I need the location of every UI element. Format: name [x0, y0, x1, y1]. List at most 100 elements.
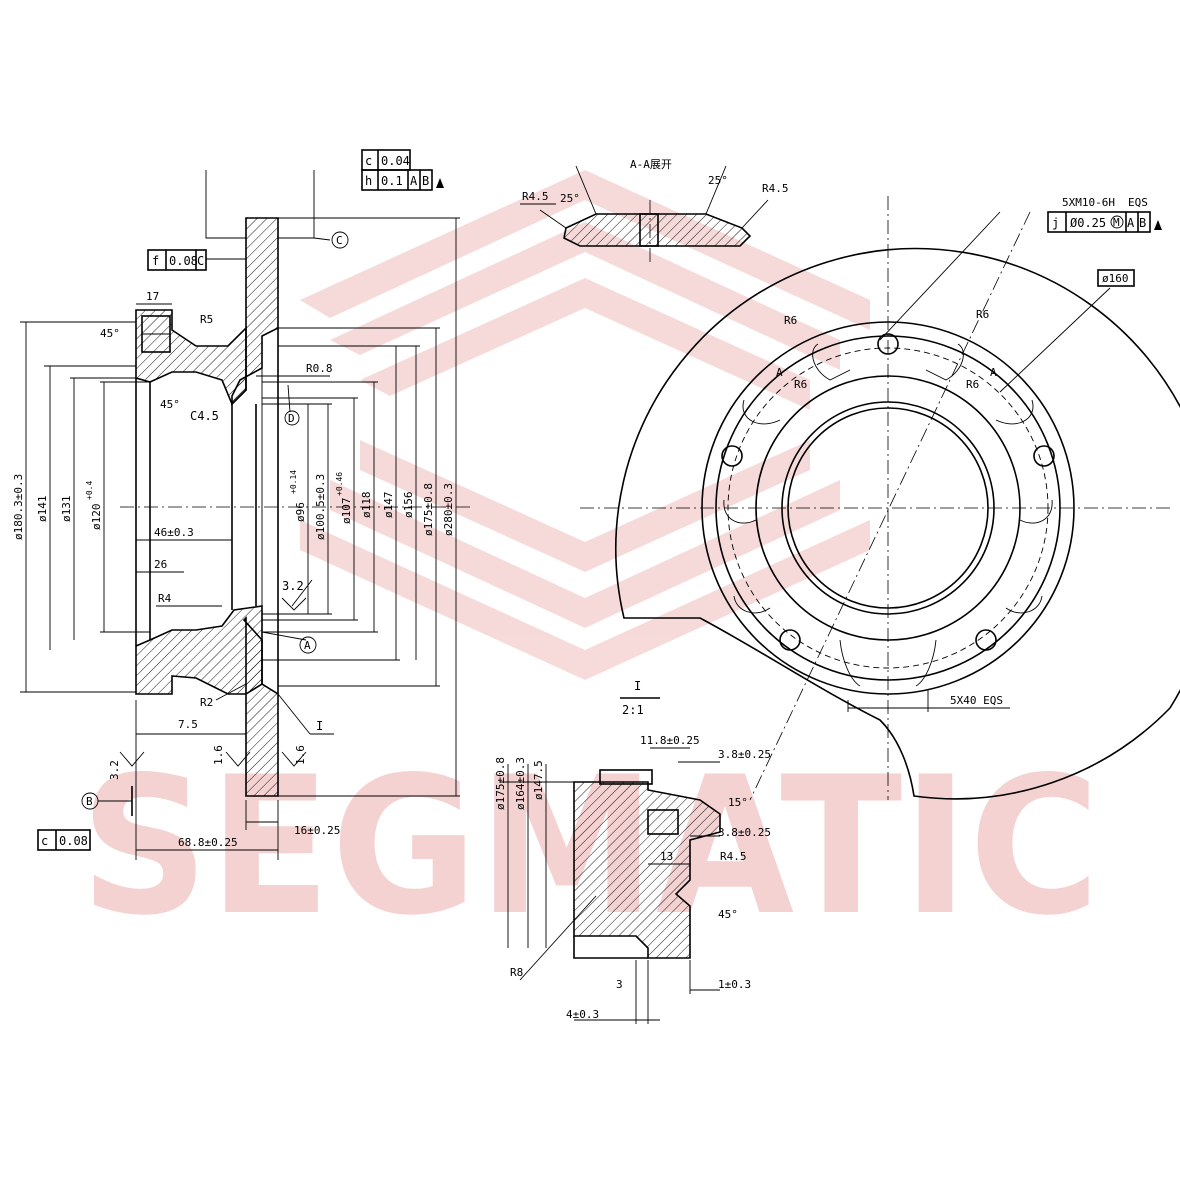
detail-45: 45° [718, 908, 738, 921]
dim-45-top: 45° [100, 327, 120, 340]
dim-d120: ø120 [90, 504, 103, 531]
detail-i-callout: I [316, 719, 323, 733]
detail-1: 1±0.3 [718, 978, 751, 991]
detail-15: 15° [728, 796, 748, 809]
tolerance-frame-top [361, 149, 444, 191]
front-view [580, 196, 1180, 801]
dim-d141: ø141 [36, 496, 49, 523]
detail-r8: R8 [510, 966, 523, 979]
tolerance-frame-bottom [37, 829, 91, 851]
datum-d-label: D [288, 412, 295, 425]
roughness-mark [119, 751, 145, 767]
watermark-logo [300, 170, 870, 680]
dim-d107-tol: +0.46 [335, 472, 344, 496]
dim-d96: ø96 [294, 502, 307, 522]
dim-d147: ø147 [382, 492, 395, 519]
detail-3: 3 [616, 978, 623, 991]
dim-d118: ø118 [360, 492, 373, 519]
dim-26: 26 [154, 558, 167, 571]
tol-right-val: Ø0.25 [1070, 216, 1106, 230]
datum-a-marker [299, 636, 317, 654]
dim-d160: ø160 [1102, 272, 1129, 285]
dim-d100-5: ø100.5±0.3 [314, 474, 327, 540]
dim-3-2: 3.2 [282, 579, 304, 593]
dim-46: 46±0.3 [154, 526, 194, 539]
dim-c45: C4.5 [190, 409, 219, 423]
detail-scale: 2:1 [622, 703, 644, 717]
tol-top2-sym: h [365, 174, 372, 188]
dim-7-5: 7.5 [178, 718, 198, 731]
datum-c-marker [331, 231, 349, 249]
section-mark-a-left: A [776, 366, 783, 379]
tol-left-sym: f [152, 254, 159, 268]
dim-r6-c: R6 [794, 378, 807, 391]
tol-right-ref: A [1127, 216, 1135, 230]
dim-r6-b: R6 [976, 308, 989, 321]
roughness-1-6-b: 1.6 [294, 745, 307, 765]
tol-top1-sym: c [365, 154, 372, 168]
dim-45-low: 45° [160, 398, 180, 411]
dim-r2: R2 [200, 696, 213, 709]
detail-4: 4±0.3 [566, 1008, 599, 1021]
section-aa-title: A-A展开 [630, 158, 672, 171]
dim-r6-d: R6 [966, 378, 979, 391]
dim-16: 16±0.25 [294, 824, 340, 837]
dim-r08: R0.8 [306, 362, 333, 375]
roughness-mark [225, 751, 251, 767]
dim-d180-3: ø180.3±0.3 [12, 474, 25, 540]
dim-r5: R5 [200, 313, 213, 326]
detail-r4-5: R4.5 [720, 850, 747, 863]
tolerance-frame-right [1047, 211, 1162, 287]
tolerance-frame-left [147, 249, 207, 271]
dim-d156: ø156 [402, 492, 415, 519]
left-section-view [20, 170, 470, 860]
dim-17: 17 [146, 290, 159, 303]
detail-i-view [500, 697, 721, 1024]
detail-3-8-a: 3.8±0.25 [718, 748, 771, 761]
tol-right-sym: j [1052, 216, 1059, 230]
tol-top2-ref: A [410, 174, 418, 188]
tol-bottom-sym: c [41, 834, 48, 848]
tol-left-ref: C [197, 254, 204, 268]
aa-25-right: 25° [708, 174, 728, 187]
section-aa-view [520, 165, 769, 266]
tol-left-val: 0.08 [169, 254, 198, 268]
detail-d164: ø164±0.3 [514, 757, 527, 810]
roughness-3-2: 3.2 [108, 760, 121, 780]
roughness-mark [281, 597, 307, 611]
datum-b-label: B [86, 795, 93, 808]
roughness-1-6-a: 1.6 [212, 745, 225, 765]
detail-3-8-b: 3.8±0.25 [718, 826, 771, 839]
dim-d280: ø280±0.3 [442, 483, 455, 536]
tol-right-ref2: B [1139, 216, 1146, 230]
tol-top2-ref2: B [422, 174, 429, 188]
dim-5x40: 5X40 EQS [950, 694, 1003, 707]
dim-d120-tol: +0.4 [85, 481, 94, 500]
tol-bottom-val: 0.08 [59, 834, 88, 848]
thread-eqs: EQS [1128, 196, 1148, 209]
datum-d-marker [284, 410, 300, 426]
dim-r4: R4 [158, 592, 172, 605]
aa-r45-left: R4.5 [522, 190, 549, 203]
dim-68-8: 68.8±0.25 [178, 836, 238, 849]
dim-d96-tol: +0.14 [289, 470, 298, 494]
aa-r45-right: R4.5 [762, 182, 789, 195]
detail-11-8: 11.8±0.25 [640, 734, 700, 747]
thread-spec: 5XM10-6H [1062, 196, 1115, 209]
dim-r6-a: R6 [784, 314, 797, 327]
detail-title: I [634, 679, 641, 693]
detail-13: 13 [660, 850, 673, 863]
dim-d107: ø107 [340, 498, 353, 525]
roughness-mark [281, 751, 307, 767]
detail-d147-5: ø147.5 [532, 760, 545, 800]
datum-c-label: C [336, 234, 343, 247]
tol-top2-val: 0.1 [381, 174, 403, 188]
dim-d175: ø175±0.8 [422, 483, 435, 536]
datum-a-label: A [304, 639, 311, 652]
dim-d131: ø131 [60, 496, 73, 523]
section-mark-a-right: A [990, 366, 997, 379]
tol-right-mod: M [1113, 216, 1120, 229]
detail-d175: ø175±0.8 [494, 757, 507, 810]
aa-25-left: 25° [560, 192, 580, 205]
